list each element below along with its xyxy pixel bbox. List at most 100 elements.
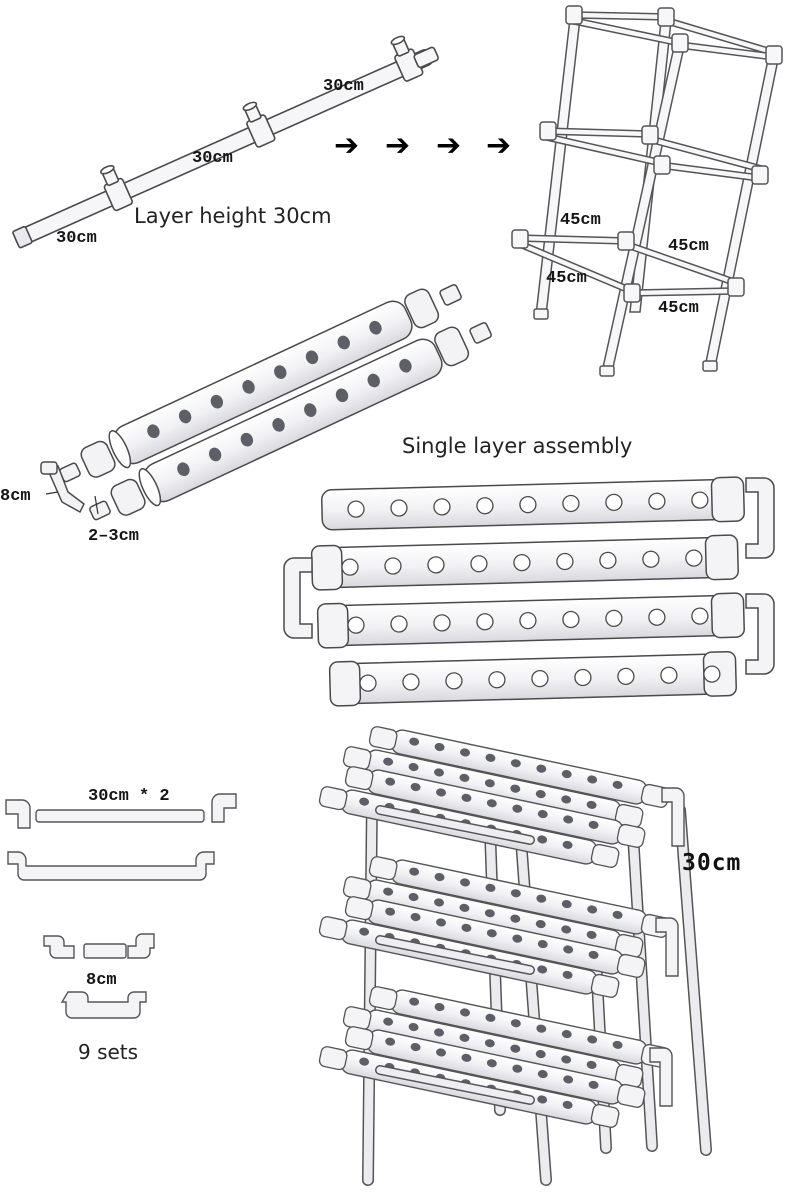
planting-hole xyxy=(383,887,394,896)
planting-hole xyxy=(587,1035,598,1044)
planting-hole xyxy=(484,779,495,788)
planting-hole xyxy=(433,498,451,516)
planting-hole xyxy=(409,997,420,1006)
planting-hole xyxy=(563,815,574,824)
planting-hole xyxy=(390,499,408,517)
planting-hole xyxy=(561,1030,572,1039)
planting-hole xyxy=(562,840,573,849)
planting-hole xyxy=(460,1008,470,1017)
tower-pipe xyxy=(368,726,670,808)
planting-hole xyxy=(459,903,470,912)
planting-hole xyxy=(408,892,419,902)
layer-pipe xyxy=(316,592,745,649)
gap-length-label: 2–3cm xyxy=(88,527,140,546)
planting-hole xyxy=(434,898,444,907)
planting-hole xyxy=(519,611,537,630)
parts-illustration xyxy=(5,793,237,1019)
planting-hole xyxy=(519,495,537,514)
layer-pipe xyxy=(320,476,745,531)
elbow-connector xyxy=(655,917,679,977)
planting-hole xyxy=(537,965,548,974)
planting-hole xyxy=(347,616,365,634)
layer-pipe xyxy=(310,534,739,591)
elbow-connector xyxy=(661,787,685,847)
planting-hole xyxy=(513,553,531,572)
planting-hole xyxy=(485,883,496,892)
planting-hole xyxy=(434,1002,445,1012)
frame-width-label-1: 45cm xyxy=(560,211,601,230)
planting-hole xyxy=(563,945,574,954)
planting-hole xyxy=(486,929,497,938)
planting-hole xyxy=(537,835,548,844)
planting-hole xyxy=(436,788,446,797)
planting-hole xyxy=(510,784,521,793)
planting-hole xyxy=(512,804,523,813)
planting-hole xyxy=(648,492,666,510)
planting-hole xyxy=(536,894,547,903)
planting-hole xyxy=(359,797,370,806)
planting-hole xyxy=(459,773,470,782)
planting-hole xyxy=(562,1100,573,1109)
elbow-length-label: 8cm xyxy=(0,487,31,506)
planting-hole xyxy=(536,1024,547,1033)
single-layer-caption: Single layer assembly xyxy=(402,434,633,458)
rod-length-label-2: 30cm xyxy=(192,149,233,168)
planting-hole xyxy=(537,1070,548,1079)
pipe-length-label: 30cm * 2 xyxy=(88,787,170,806)
frame-width-label-4: 45cm xyxy=(658,299,699,318)
planting-hole xyxy=(612,780,623,789)
elbow-connector xyxy=(649,1047,673,1107)
arrow-icon: ➔ xyxy=(486,128,512,163)
planting-hole xyxy=(510,914,521,923)
planting-hole xyxy=(408,762,419,772)
planting-hole xyxy=(410,912,421,922)
planting-hole xyxy=(691,607,709,625)
planting-hole xyxy=(436,918,446,927)
planting-hole xyxy=(685,549,703,567)
planting-hole xyxy=(434,768,444,777)
frame-width-label-2: 45cm xyxy=(668,237,709,256)
planting-hole xyxy=(410,782,421,792)
planting-hole xyxy=(586,930,597,939)
planting-hole xyxy=(402,673,420,691)
planting-hole xyxy=(563,1075,574,1084)
planting-hole xyxy=(385,777,396,786)
assembled-tower xyxy=(318,726,712,1186)
planting-hole xyxy=(536,764,547,773)
planting-hole xyxy=(459,1033,470,1042)
tower-pipe xyxy=(344,1026,646,1108)
planting-hole xyxy=(434,1028,444,1037)
layer-height-caption: Layer height 30cm xyxy=(134,204,332,228)
planting-hole xyxy=(484,909,495,918)
u-bend-connector xyxy=(745,477,775,559)
frame-width-label-3: 45cm xyxy=(546,269,587,288)
planting-hole xyxy=(460,878,470,887)
planting-hole xyxy=(561,795,572,804)
planting-hole xyxy=(535,1050,546,1059)
planting-hole xyxy=(561,925,572,934)
rod-length-label-1: 30cm xyxy=(323,77,364,96)
planting-hole xyxy=(484,1039,495,1048)
planting-hole xyxy=(617,667,635,686)
planting-hole xyxy=(347,500,365,518)
planting-hole xyxy=(408,1022,419,1032)
rod-with-tees xyxy=(12,35,439,249)
planting-hole xyxy=(385,1037,396,1046)
planting-hole xyxy=(461,1053,472,1062)
planting-hole xyxy=(562,970,573,979)
planting-hole xyxy=(537,810,548,819)
planting-hole xyxy=(586,1060,597,1069)
planting-hole xyxy=(409,737,420,746)
planting-hole xyxy=(476,497,494,515)
planting-hole xyxy=(588,1080,599,1089)
planting-hole xyxy=(460,748,470,757)
planting-hole xyxy=(486,1059,497,1068)
connector-length-label: 8cm xyxy=(86,971,117,990)
planting-hole xyxy=(384,557,402,575)
arrow-icon: ➔ xyxy=(334,128,360,163)
planting-hole xyxy=(605,609,623,628)
arrow-icon: ➔ xyxy=(385,128,411,163)
planting-hole xyxy=(612,910,623,919)
planting-hole xyxy=(512,1064,523,1073)
planting-hole xyxy=(703,665,721,683)
